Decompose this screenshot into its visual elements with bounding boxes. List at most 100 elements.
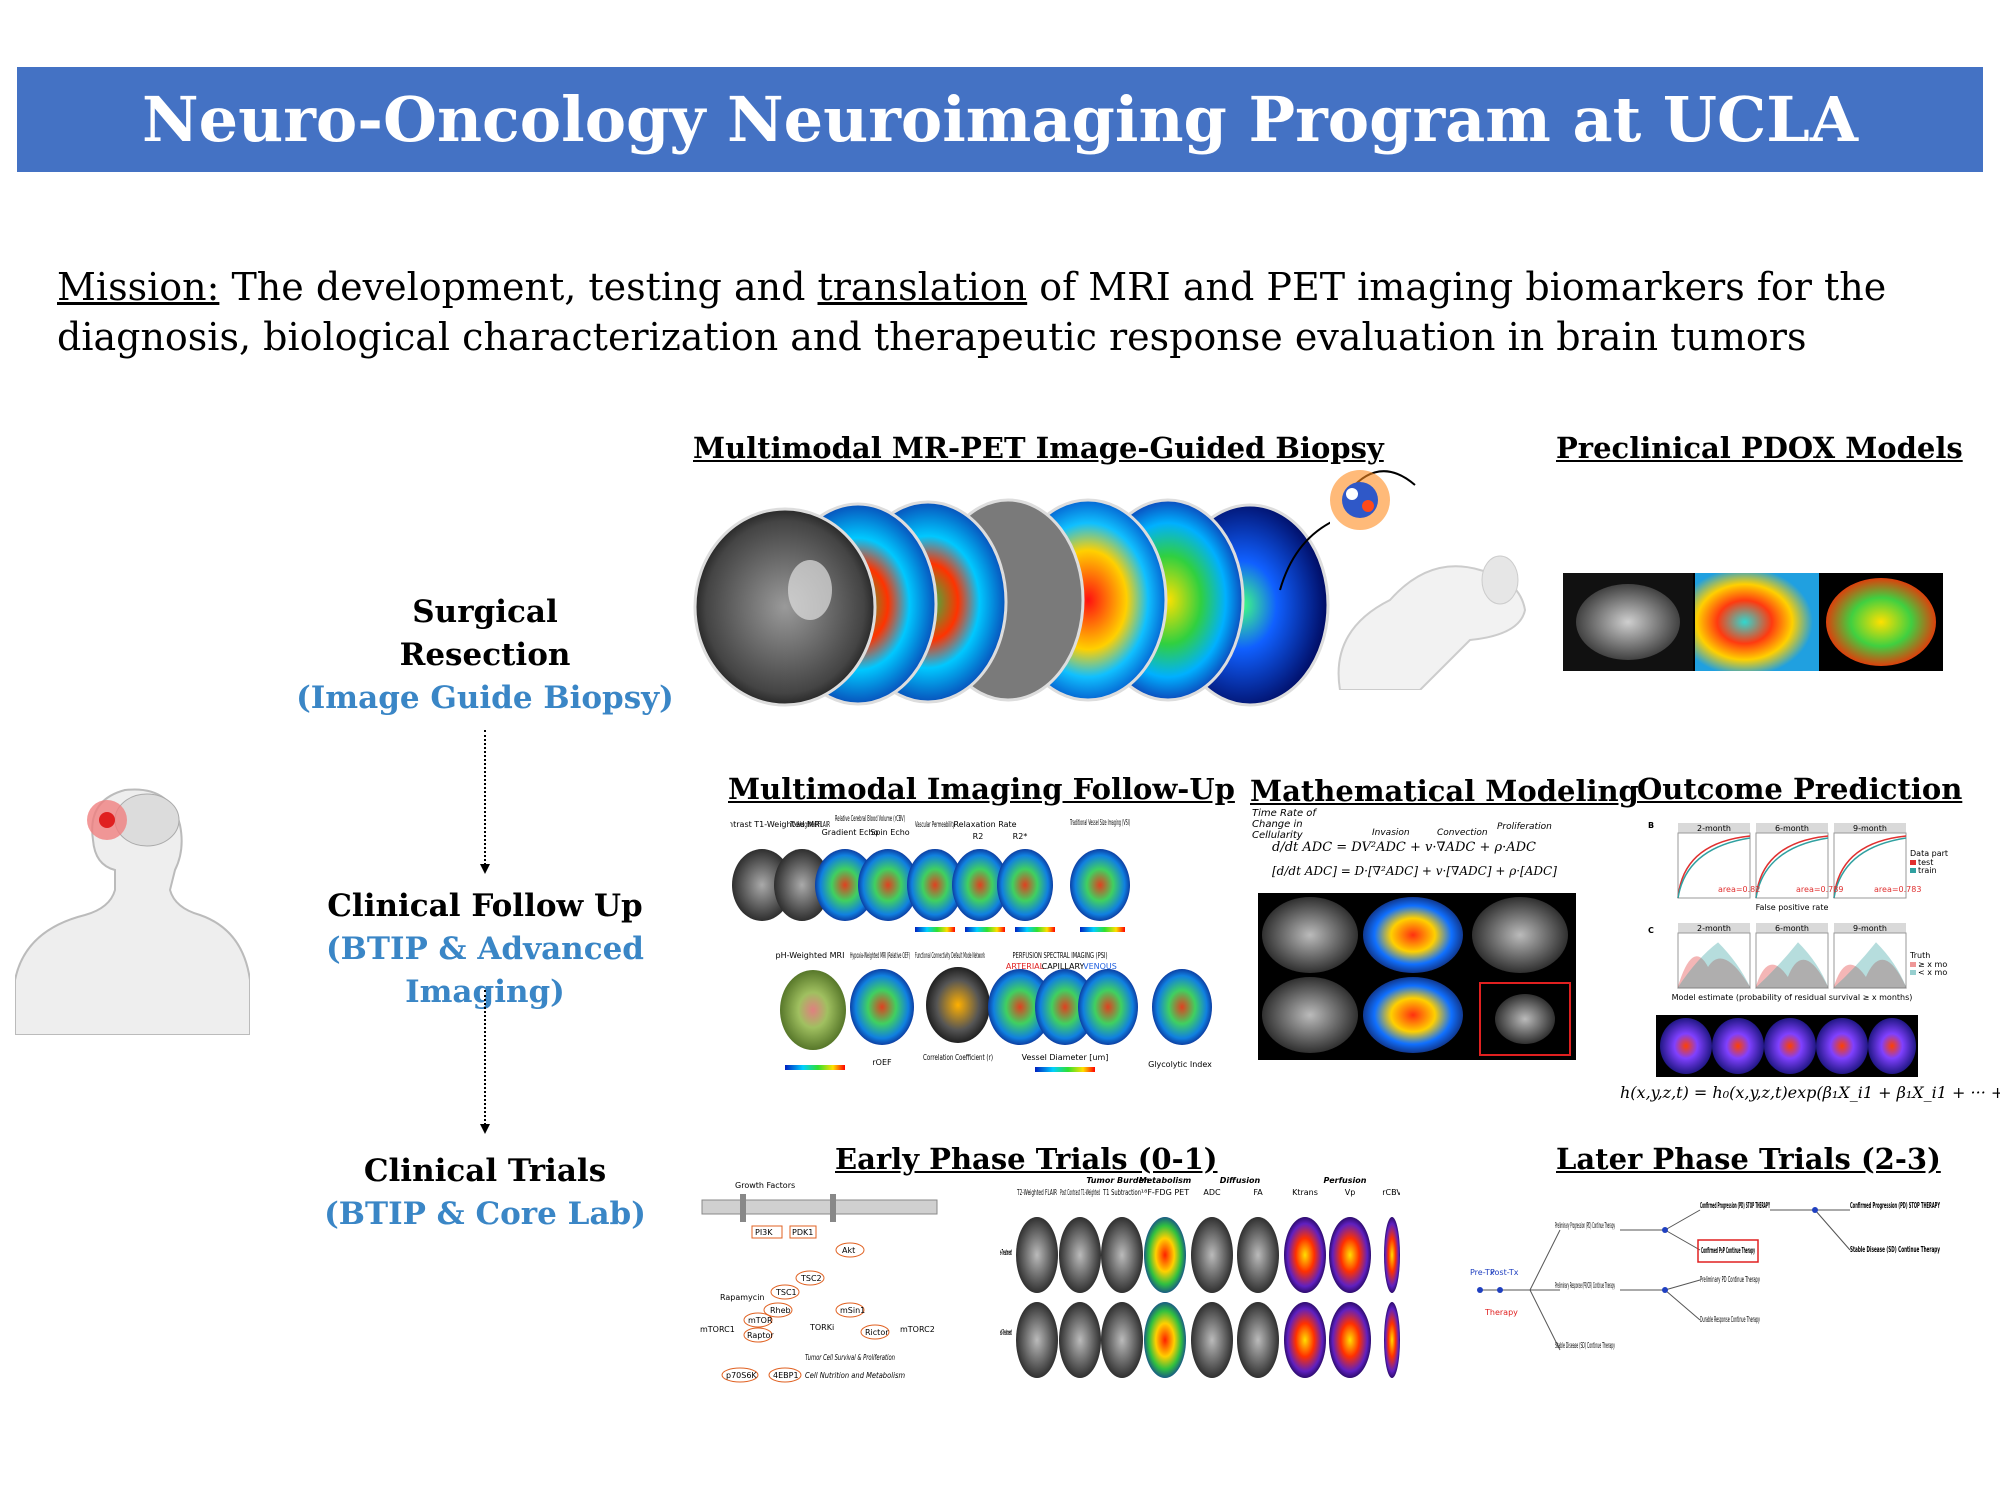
followup-label-se: Spin Echo xyxy=(870,828,910,837)
followup-label-diameter: Vessel Diameter [um] xyxy=(1022,1053,1109,1062)
followup-label-flair: T2-Weighted FLAIR xyxy=(789,820,830,829)
pathway-akt: Akt xyxy=(842,1246,855,1255)
followup-label-permeability: Vascular Permeability xyxy=(915,820,955,829)
pathway-raptor: Raptor xyxy=(747,1331,774,1340)
page-title: Neuro-Oncology Neuroimaging Program at U… xyxy=(142,83,1858,156)
roc-auc-1: area=0.82 xyxy=(1718,885,1760,894)
pathway-msin1: mSin1 xyxy=(840,1306,865,1315)
pipeline-arrow-1 xyxy=(484,730,486,865)
roc-auc-3: area=0.783 xyxy=(1874,885,1921,894)
mouse-tumor-illustration xyxy=(1330,470,1527,690)
later-pre-tx: Pre-Tx xyxy=(1470,1268,1495,1277)
followup-label-glycolytic: Glycolytic Index xyxy=(1148,1060,1212,1069)
outcome-prediction-figure: B C 2-month 6-month 9-month area=0.82 ar… xyxy=(1648,821,1948,1077)
pathway-torki: TORKi xyxy=(809,1323,834,1332)
section-outcome-title: Outcome Prediction xyxy=(1637,772,1963,806)
followup-label-relaxation: Relaxation Rate xyxy=(953,820,1016,829)
math-equation-2: [d/dt ADC] = D·[∇²ADC] + v·[∇ADC] + ρ·[A… xyxy=(1272,864,1557,878)
later-confirmed-pd-1: Confirmed Progression (PD) STOP THERAPY xyxy=(1700,1201,1770,1210)
followup-label-rcbv: Relative Cerebral Blood Volume (rCBV) xyxy=(835,815,905,823)
stage-title-line1: Surgical xyxy=(412,594,558,630)
arrow-head-1 xyxy=(480,864,490,874)
pathway-mtor: mTOR xyxy=(748,1316,773,1325)
pathway-pdk1: PDK1 xyxy=(792,1228,813,1237)
roc-tab-2month: 2-month xyxy=(1697,824,1731,833)
stage-surgical-resection: Surgical Resection (Image Guide Biopsy) xyxy=(280,591,690,720)
early-col-adc: ADC xyxy=(1203,1188,1221,1197)
biopsy-mri-pet-slices xyxy=(693,498,1330,707)
math-term-invasion: Invasion xyxy=(1372,828,1410,838)
outcome-panel-c: C xyxy=(1648,926,1654,935)
stage-clinical-trials: Clinical Trials (BTIP & Core Lab) xyxy=(280,1150,690,1236)
followup-label-r2: R2 xyxy=(973,832,984,841)
early-col-fdg: ¹⁸F-FDG PET xyxy=(1141,1188,1189,1197)
early-group-metabolism: Metabolism xyxy=(1139,1176,1191,1185)
later-prelim-pd: Preliminary Progression (PD) Continue Th… xyxy=(1555,1221,1615,1230)
pathway-mtorc1: mTORC1 xyxy=(700,1325,735,1334)
early-row-pre: Pre-Treatment xyxy=(1000,1248,1012,1257)
early-group-tumor-burden: Tumor Burden xyxy=(1086,1176,1150,1185)
early-col-fa: FA xyxy=(1253,1188,1263,1197)
followup-label-fc: Functional Connectivity Default Mode Net… xyxy=(915,951,985,960)
mission-statement: Mission: The development, testing and tr… xyxy=(57,262,1957,362)
pathway-outcome-2: Cell Nutrition and Metabolism xyxy=(805,1371,905,1380)
later-stable-2: Stable Disease (SD) Continue Therapy xyxy=(1850,1245,1940,1254)
early-group-perfusion: Perfusion xyxy=(1324,1176,1367,1185)
stage-title-line1: Clinical Follow Up xyxy=(327,888,643,924)
density-legend-ge: ≥ x months xyxy=(1918,960,1948,969)
early-col-ktrans: Ktrans xyxy=(1292,1188,1318,1197)
early-group-diffusion: Diffusion xyxy=(1220,1176,1261,1185)
stage-subtitle: (BTIP & Core Lab) xyxy=(324,1196,646,1232)
math-eq-header: Time Rate of Change in Cellularity xyxy=(1252,808,1316,841)
roc-legend-train: train xyxy=(1918,866,1937,875)
pdox-image-strip xyxy=(1563,573,1943,671)
later-stable-1: Stable Disease (SD) Continue Therapy xyxy=(1555,1341,1615,1350)
later-durable: Durable Response Continue Therapy xyxy=(1700,1315,1760,1324)
section-pdox-title: Preclinical PDOX Models xyxy=(1556,431,1963,465)
followup-label-corr: Correlation Coefficient (r) xyxy=(923,1053,993,1062)
section-biopsy-title: Multimodal MR-PET Image-Guided Biopsy xyxy=(693,431,1384,465)
followup-label-venous: VENOUS xyxy=(1083,962,1117,971)
early-col-rcbv: rCBV xyxy=(1382,1188,1400,1197)
followup-label-postcontrast: Post-Contrast T1-Weighted MRI xyxy=(730,820,822,829)
math-term-convection: Convection xyxy=(1437,828,1488,838)
early-col-flair: T2-Weighted FLAIR xyxy=(1016,1188,1057,1197)
pathway-tsc2: TSC2 xyxy=(800,1274,822,1283)
roc-x-axis-label: False positive rate xyxy=(1756,903,1829,912)
mission-emphasis: translation xyxy=(817,265,1028,309)
roc-tab-9month: 9-month xyxy=(1853,824,1887,833)
section-followup-title: Multimodal Imaging Follow-Up xyxy=(728,772,1235,806)
math-equation-1: d/dt ADC = DV²ADC + v·∇ADC + ρ·ADC xyxy=(1272,840,1537,855)
followup-label-gre: Gradient Echo xyxy=(822,828,879,837)
density-tab-6month: 6-month xyxy=(1775,924,1809,933)
early-phase-imaging-grid: Tumor Burden Metabolism Diffusion Perfus… xyxy=(1000,1176,1400,1378)
later-prelim-pd-2: Preliminary PD Continue Therapy xyxy=(1700,1275,1760,1284)
followup-label-ph: pH-Weighted MRI xyxy=(776,951,845,960)
pathway-4ebp1: 4EBP1 xyxy=(773,1371,799,1380)
followup-label-psi: PERFUSION SPECTRAL IMAGING (PSI) xyxy=(1013,951,1108,960)
roc-legend-test: test xyxy=(1918,858,1933,867)
early-col-vp: Vp xyxy=(1345,1188,1356,1197)
followup-label-roef: rOEF xyxy=(872,1058,892,1067)
roc-legend-title: Data partition xyxy=(1910,849,1948,858)
roc-panels: 2-month 6-month 9-month area=0.82 area=0… xyxy=(1677,823,1948,912)
followup-label-arterial: ARTERIAL xyxy=(1006,962,1045,971)
density-tab-2month: 2-month xyxy=(1697,924,1731,933)
pathway-rapamycin: Rapamycin xyxy=(720,1293,764,1302)
followup-label-vsi: Traditional Vessel Size Imaging (VSI) xyxy=(1070,818,1130,827)
mtor-pathway-diagram: Growth Factors PI3K PDK1 Akt TSC2 TSC1 R… xyxy=(700,1181,938,1383)
pathway-rheb: Rheb xyxy=(770,1306,791,1315)
pathway-rictor: Rictor xyxy=(865,1328,889,1337)
section-math-title: Mathematical Modeling xyxy=(1250,774,1639,808)
later-therapy: Therapy xyxy=(1484,1308,1518,1317)
density-tab-9month: 9-month xyxy=(1853,924,1887,933)
pathway-p70s6k: p70S6K xyxy=(726,1371,757,1380)
mission-label: Mission: xyxy=(57,265,220,309)
math-term-proliferation: Proliferation xyxy=(1497,822,1552,832)
pathway-growth-factors: Growth Factors xyxy=(735,1181,795,1190)
stage-subtitle: (Image Guide Biopsy) xyxy=(296,680,674,716)
section-early-title: Early Phase Trials (0-1) xyxy=(835,1142,1218,1176)
math-modeling-images xyxy=(1258,893,1576,1060)
patient-figure xyxy=(15,788,250,1035)
pathway-mtorc2: mTORC2 xyxy=(900,1325,935,1334)
